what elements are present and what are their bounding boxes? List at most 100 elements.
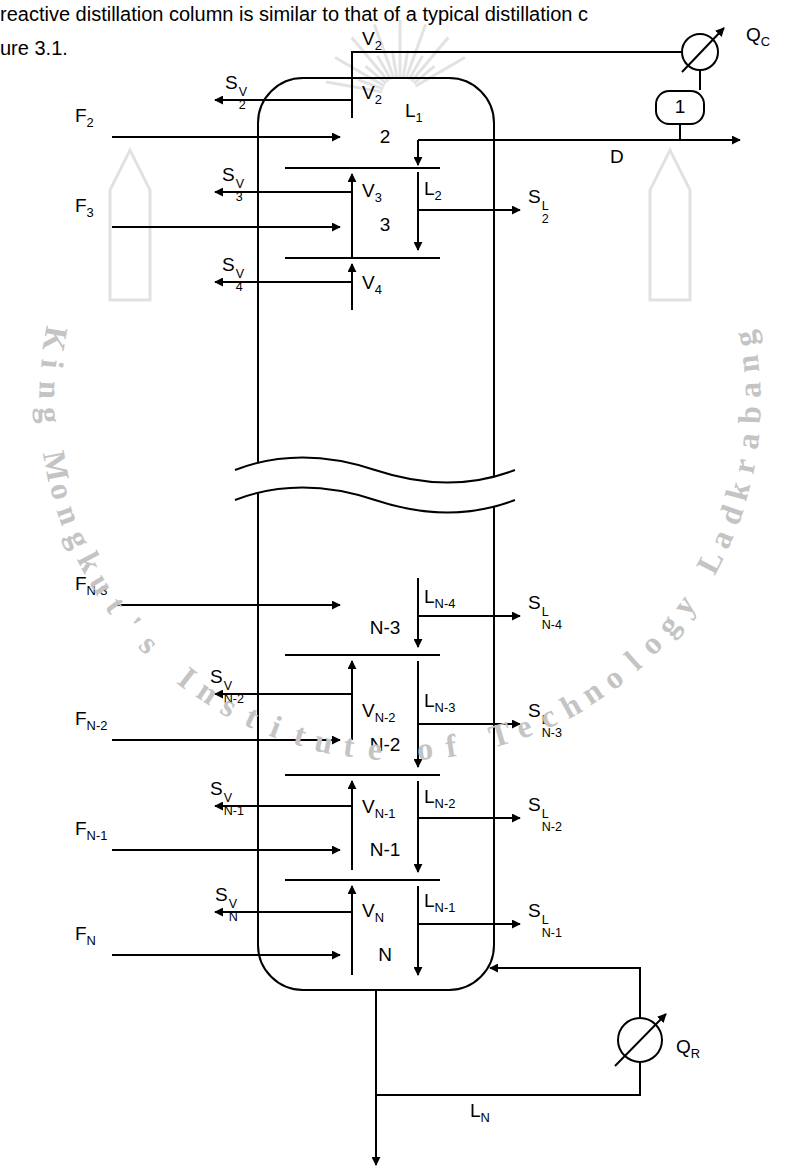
feed-label: FN-2 — [75, 708, 107, 733]
stage-number: N — [378, 944, 392, 967]
stream-line — [215, 191, 352, 193]
stream-line — [417, 578, 419, 647]
watermark-letter — [468, 723, 484, 761]
duty-label: QR — [676, 1036, 700, 1061]
watermark-letter: M — [35, 447, 77, 484]
stream-label: VN-2 — [362, 700, 395, 725]
stream-line — [417, 140, 419, 165]
stream-line — [679, 125, 681, 140]
stream-line — [375, 990, 377, 1165]
stream-line — [285, 879, 440, 881]
watermark-letter: n — [31, 380, 69, 399]
feed-label: F3 — [75, 195, 94, 220]
watermark-letter: g — [58, 524, 98, 553]
stream-line — [112, 954, 340, 956]
stage-number: 3 — [380, 214, 391, 237]
stream-label: S2V — [225, 72, 247, 112]
stream-label: VN — [362, 900, 384, 925]
stream-label: L2 — [424, 178, 442, 203]
seal-ray — [399, 20, 402, 77]
watermark-letter: T — [485, 714, 516, 756]
stream-line — [112, 739, 340, 741]
stream-line — [285, 774, 440, 776]
stream-label: LN-4 — [424, 586, 455, 611]
watermark-letter: t — [239, 698, 264, 736]
drum-shape — [656, 91, 704, 124]
stream-line — [699, 70, 701, 90]
watermark-letter — [152, 645, 183, 678]
watermark-letter: c — [534, 697, 563, 737]
watermark-letter: e — [511, 707, 537, 747]
stage-number: N-3 — [370, 617, 401, 640]
stream-label: LN — [470, 1100, 490, 1125]
stream-label: S3V — [222, 164, 244, 204]
stream-line — [418, 209, 520, 211]
stream-line — [417, 886, 419, 975]
watermark-seal — [110, 20, 690, 300]
stream-label: LN-1 — [424, 890, 455, 915]
stream-label: SN-1L — [528, 900, 562, 940]
watermark-letter: o — [416, 730, 435, 768]
stream-line — [285, 167, 440, 169]
stream-label: V2 — [362, 82, 382, 107]
stream-line — [112, 849, 340, 851]
stream-label: SN-2L — [528, 794, 562, 834]
stream-line — [376, 1062, 640, 1095]
stream-label: LN-2 — [424, 786, 455, 811]
watermark-letter: e — [366, 730, 383, 768]
feed-label: FN — [75, 923, 96, 948]
feed-label: F2 — [75, 105, 94, 130]
seal-ray — [412, 38, 449, 82]
stage-number: 2 — [380, 126, 391, 149]
stream-line — [351, 886, 353, 975]
seal-ray — [335, 58, 384, 87]
body-text: ure 3.1. — [0, 36, 68, 60]
watermark-letter: d — [710, 500, 751, 529]
stream-line — [285, 654, 440, 656]
duty-label: QC — [746, 24, 770, 49]
stream-label: D — [610, 146, 624, 169]
stage-number: N-1 — [370, 839, 401, 862]
drum-number: 1 — [655, 96, 705, 119]
stream-label: V3 — [362, 180, 382, 205]
reflux-drum: 1 — [655, 90, 705, 125]
watermark-letter: t — [98, 590, 134, 620]
stream-line — [112, 226, 340, 228]
stream-label: V4 — [362, 272, 382, 297]
stream-label: SN-4L — [528, 592, 562, 632]
stream-line — [112, 136, 340, 138]
stream-line — [418, 615, 520, 617]
watermark-letter: u — [312, 722, 337, 762]
watermark-letter: ' — [115, 610, 149, 641]
stream-line — [418, 139, 740, 141]
watermark-letter: g — [725, 328, 764, 350]
stream-label: SNV — [215, 884, 238, 924]
stream-line — [417, 781, 419, 872]
stream-line — [615, 1014, 666, 1066]
stream-line — [418, 817, 520, 819]
watermark-letter: k — [718, 477, 758, 504]
stream-label: VN-1 — [362, 796, 395, 821]
column-shell — [258, 78, 494, 990]
watermark-letter: t — [289, 716, 310, 755]
seal-tower — [110, 150, 690, 300]
watermark-letter: s — [131, 627, 166, 662]
watermark-letter: s — [215, 686, 244, 724]
stream-line — [215, 99, 352, 101]
break-line — [235, 488, 515, 513]
seal-ray — [416, 58, 465, 87]
stream-line — [490, 968, 640, 1018]
watermark-letter: a — [731, 381, 768, 398]
watermark-letter — [34, 435, 72, 447]
stream-label: L1 — [405, 100, 423, 125]
feed-label: FN-1 — [75, 818, 107, 843]
watermark-letter: n — [729, 354, 768, 375]
break-line — [235, 458, 515, 483]
seal-ray — [392, 51, 397, 78]
stream-line — [351, 174, 353, 258]
watermark-letter: K — [35, 324, 76, 355]
watermark-letter: f — [443, 727, 459, 765]
stream-line — [351, 264, 353, 310]
stream-label: S4V — [222, 254, 244, 294]
